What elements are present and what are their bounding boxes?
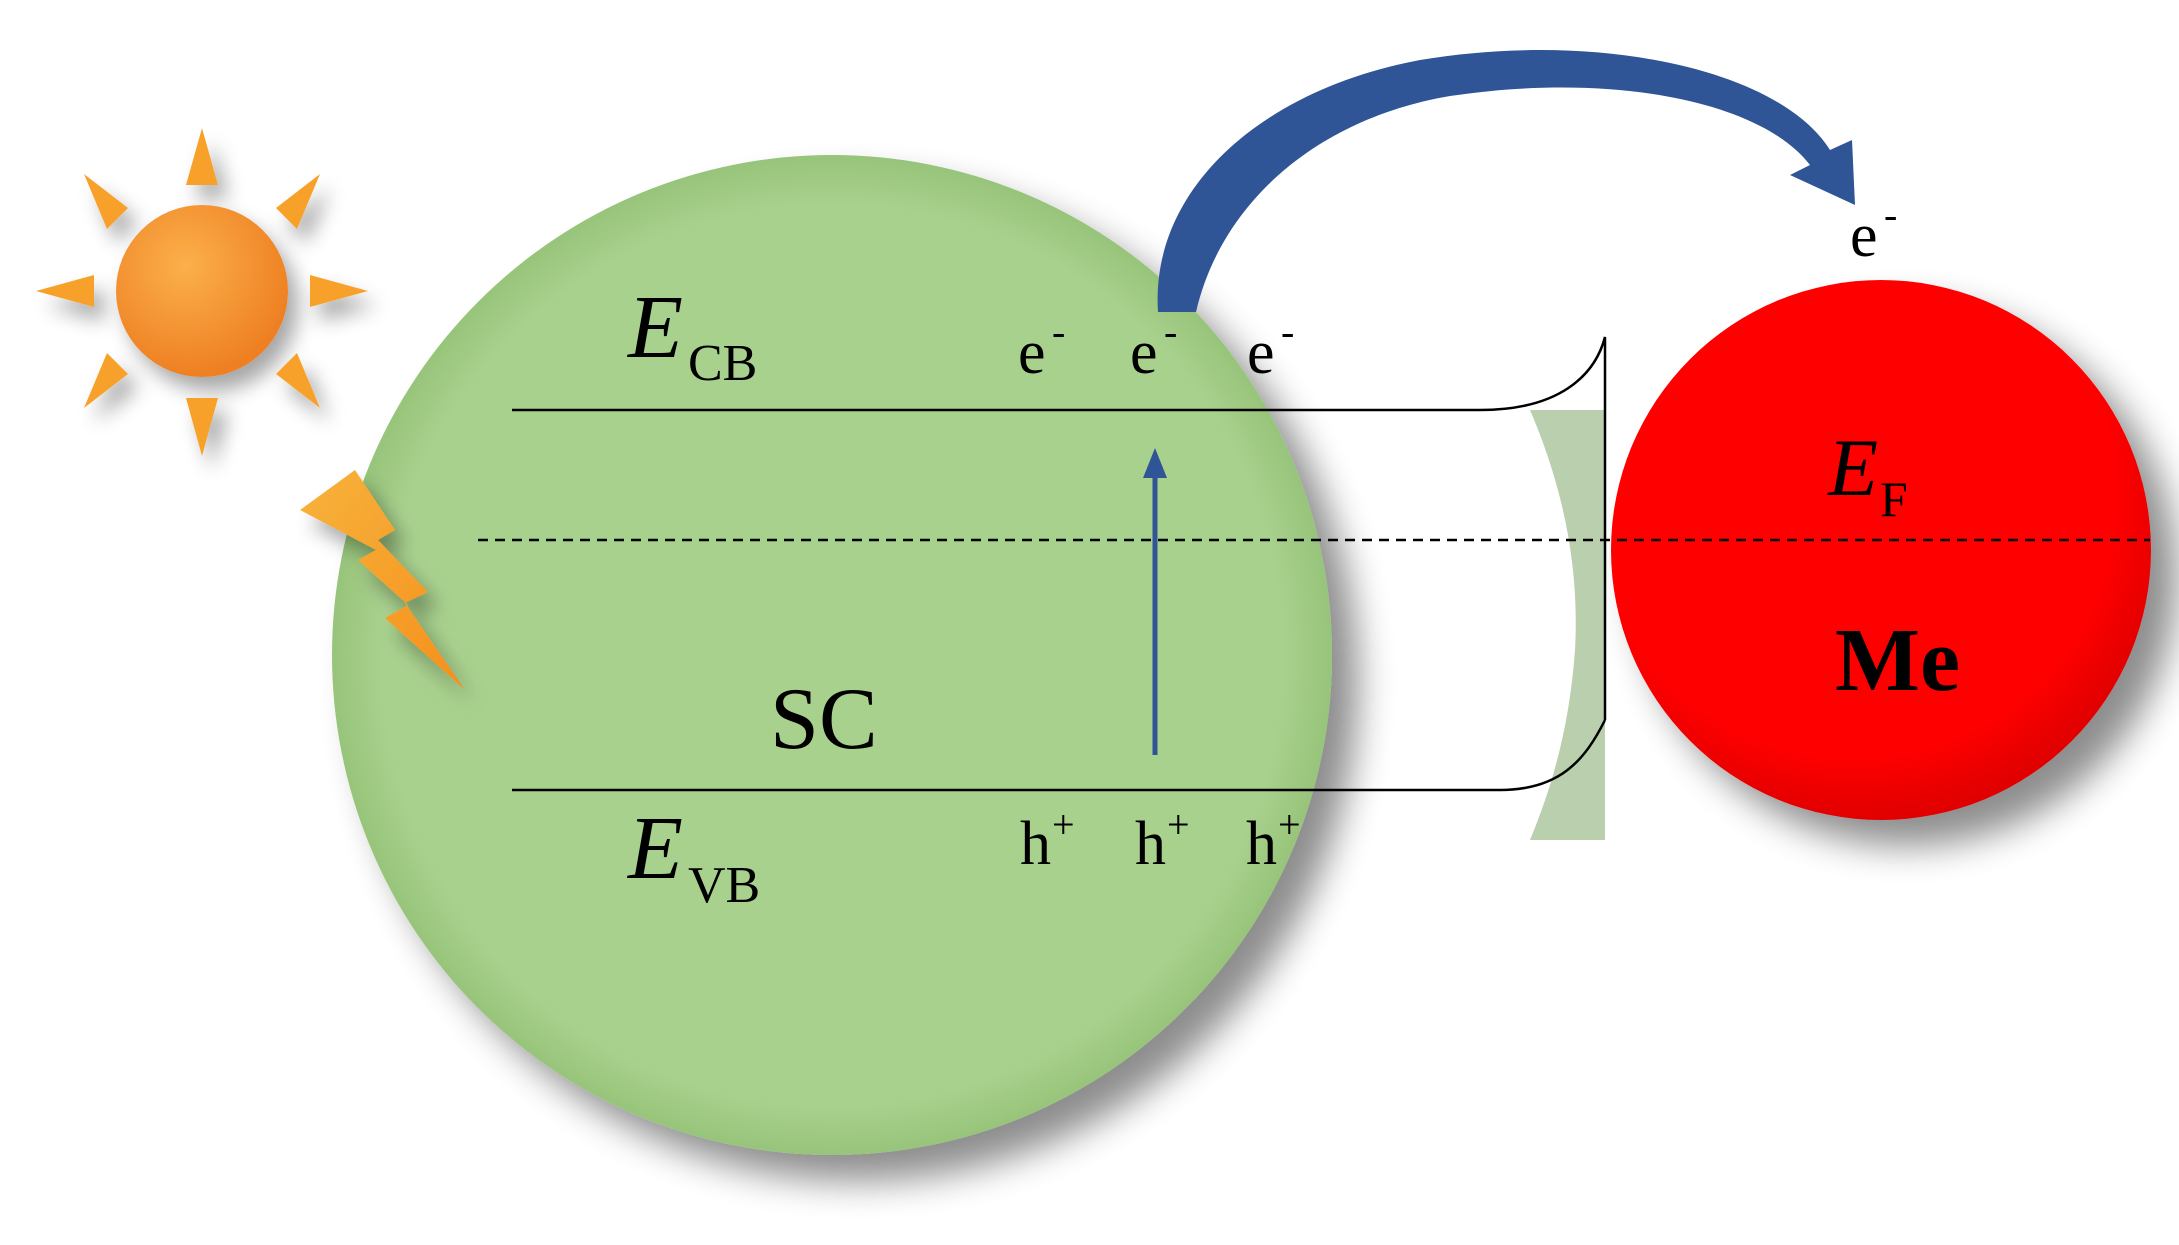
hole: h (1135, 810, 1166, 878)
valence-holes: h + h + h + (1020, 802, 1301, 878)
electron: e (1130, 319, 1158, 387)
electron-transfer-arrow (1157, 50, 1855, 313)
lightning-icon (300, 470, 465, 690)
hole: h (1020, 810, 1051, 878)
electron-sign: - (1281, 309, 1294, 354)
metal-label: Me (1835, 611, 1960, 710)
excitation-arrow-head (1143, 448, 1167, 478)
hole-sign: + (1052, 802, 1075, 847)
fermi-level-label: E (1827, 422, 1878, 513)
fermi-level-subscript: F (1880, 471, 1908, 527)
hole: h (1246, 810, 1277, 878)
hole-sign: + (1278, 802, 1301, 847)
metal-particle (1611, 280, 2151, 820)
valence-band-subscript: VB (688, 857, 760, 914)
transferred-electron: e (1850, 202, 1878, 270)
conduction-electrons: e - e - e - (1018, 309, 1294, 387)
conduction-band-subscript: CB (688, 335, 757, 392)
transferred-electron-sign: - (1884, 192, 1897, 237)
electron: e (1247, 319, 1275, 387)
conduction-band-line (512, 336, 1607, 720)
valence-band-line (512, 719, 1607, 792)
junction-shade (1530, 410, 1605, 840)
semiconductor-particle (332, 155, 1332, 1155)
valence-band-label: E (626, 799, 683, 898)
electron: e (1018, 319, 1046, 387)
conduction-band-label: E (626, 278, 683, 377)
electron-sign: - (1164, 309, 1177, 354)
hole-sign: + (1167, 802, 1190, 847)
semiconductor-label: SC (770, 671, 878, 768)
sun-icon (36, 128, 368, 456)
electron-sign: - (1052, 309, 1065, 354)
